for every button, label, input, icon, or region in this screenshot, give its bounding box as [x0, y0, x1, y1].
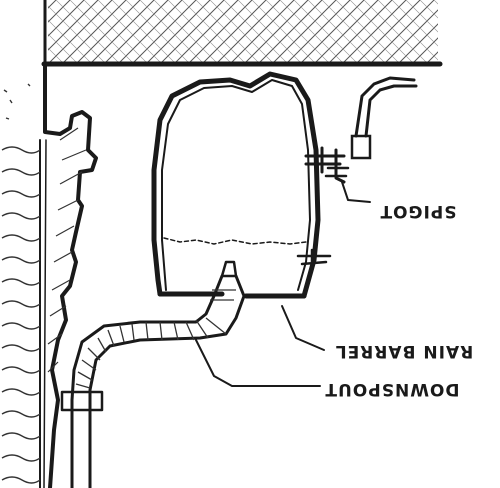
label-downspout: DOWNSPOUT	[324, 379, 459, 399]
rain-barrel-leader	[282, 306, 324, 350]
wall	[2, 64, 96, 488]
spigot	[306, 78, 416, 182]
rain-barrel	[154, 74, 318, 296]
downspout-leader	[196, 340, 320, 386]
label-rain-barrel: RAIN BARREL	[335, 341, 473, 361]
roof-overhang	[45, 0, 438, 66]
label-spigot: SPIGOT	[379, 201, 456, 221]
spigot-leader	[342, 182, 370, 202]
